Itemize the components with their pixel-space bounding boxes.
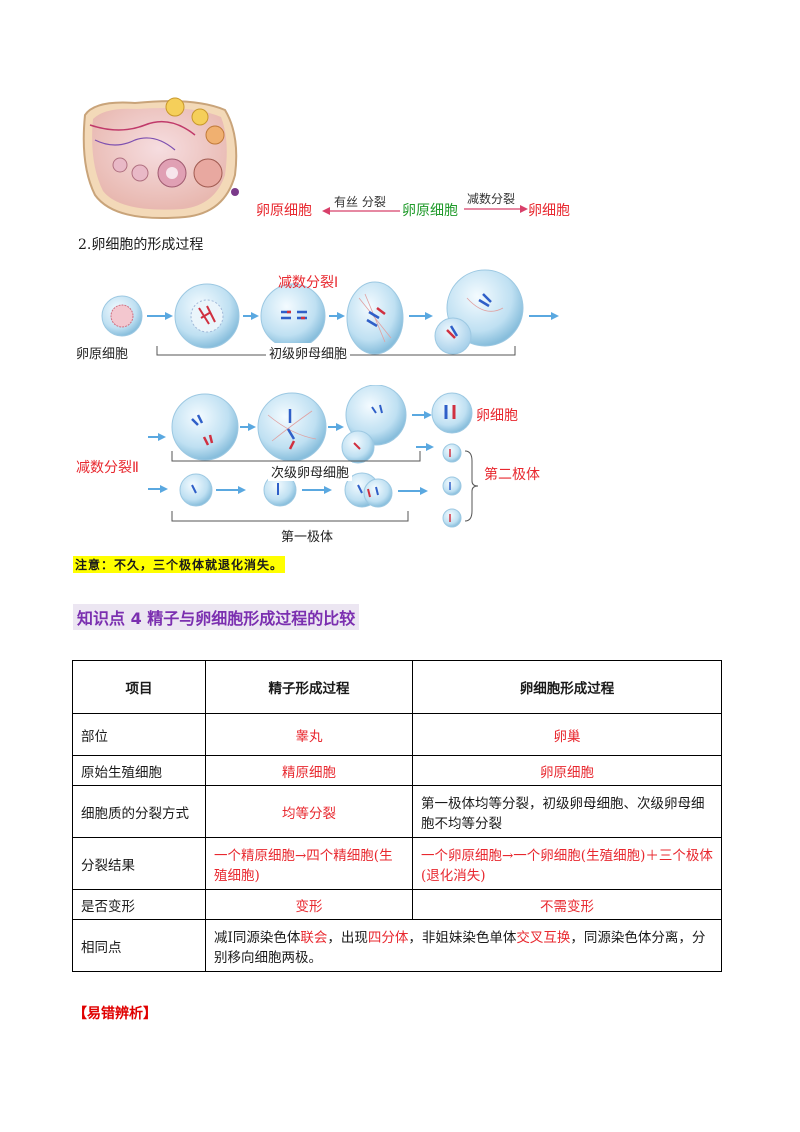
- label-secondary-oocyte: 次级卵母细胞: [268, 462, 353, 481]
- sperm-cell: 睾丸: [205, 713, 413, 756]
- heading-egg-formation: 2.卵细胞的形成过程: [78, 237, 204, 253]
- table-row: 细胞质的分裂方式 均等分裂 第一极体均等分裂，初级卵母细胞、次级卵母细胞不均等分…: [72, 785, 722, 838]
- row-label: 原始生殖细胞: [72, 755, 206, 786]
- common-text: ，非姐妹染色单体: [408, 929, 517, 946]
- header-egg: 卵细胞形成过程: [412, 660, 722, 714]
- sperm-cell: 变形: [205, 889, 413, 920]
- label-meiosis-one: 减数分裂Ⅰ: [278, 275, 339, 291]
- comparison-table: 项目 精子形成过程 卵细胞形成过程 部位 睾丸 卵巢 原始生殖细胞 精原细胞 卵…: [72, 660, 722, 972]
- label-oogonia-mid: 卵原细胞: [402, 203, 458, 219]
- label-first-polar-body: 第一极体: [278, 526, 337, 545]
- sperm-cell: 均等分裂: [205, 785, 413, 838]
- table-row: 相同点 减Ⅰ同源染色体联会，出现四分体，非姐妹染色单体交叉互换，同源染色体分离，…: [72, 919, 722, 972]
- common-text: ，出现: [327, 929, 368, 946]
- keyword-crossing-over: 交叉互换: [516, 929, 571, 946]
- label-meiosis-two: 减数分裂Ⅱ: [76, 460, 139, 476]
- egg-cell: 卵巢: [412, 713, 722, 756]
- meiosis-one-diagram: [101, 269, 559, 356]
- keyword-synapsis: 联会: [300, 929, 328, 946]
- table-row: 是否变形 变形 不需变形: [72, 889, 722, 920]
- egg-cell: 一个卵原细胞→一个卵细胞(生殖细胞)＋三个极体(退化消失): [412, 837, 722, 890]
- label-second-polar-body: 第二极体: [484, 467, 540, 483]
- table-row: 分裂结果 一个精原细胞→四个精细胞(生殖细胞) 一个卵原细胞→一个卵细胞(生殖细…: [72, 837, 722, 890]
- ovary-illustration: [82, 97, 239, 220]
- arrow-left-icon: [322, 207, 400, 215]
- label-oogonium: 卵原细胞: [76, 347, 129, 362]
- egg-cell: 不需变形: [412, 889, 722, 920]
- row-label: 是否变形: [72, 889, 206, 920]
- row-label: 细胞质的分裂方式: [72, 785, 206, 838]
- arrow-right-icon: [464, 205, 528, 213]
- egg-cell: 卵原细胞: [412, 755, 722, 786]
- error-analysis-title: 【易错辨析】: [73, 1006, 157, 1022]
- row-label: 部位: [72, 713, 206, 756]
- label-egg-cell: 卵细胞: [528, 203, 570, 219]
- meiosis-two-diagram: [148, 385, 479, 528]
- section-title: 知识点 4 精子与卵细胞形成过程的比较: [73, 604, 360, 630]
- row-label: 相同点: [72, 919, 206, 972]
- common-text: 减Ⅰ同源染色体: [214, 929, 301, 946]
- note-polar-bodies: 注意：不久，三个极体就退化消失。: [73, 556, 286, 573]
- keyword-tetrad: 四分体: [367, 929, 409, 946]
- table-row: 部位 睾丸 卵巢: [72, 713, 722, 756]
- header-item: 项目: [72, 660, 206, 714]
- header-sperm: 精子形成过程: [205, 660, 413, 714]
- table-row: 原始生殖细胞 精原细胞 卵原细胞: [72, 755, 722, 786]
- label-egg: 卵细胞: [476, 408, 518, 424]
- label-meiosis: 减数分裂: [467, 192, 516, 206]
- sperm-cell: 一个精原细胞→四个精细胞(生殖细胞): [205, 837, 413, 890]
- label-mitosis: 有丝 分裂: [334, 195, 386, 209]
- label-oogonia-left: 卵原细胞: [256, 203, 312, 219]
- label-primary-oocyte: 初级卵母细胞: [266, 343, 351, 362]
- table-header-row: 项目 精子形成过程 卵细胞形成过程: [72, 660, 722, 714]
- common-text: ，同源染色体分离，分别移向细胞两极。: [214, 929, 706, 966]
- common-points-cell: 减Ⅰ同源染色体联会，出现四分体，非姐妹染色单体交叉互换，同源染色体分离，分别移向…: [205, 919, 722, 972]
- sperm-cell: 精原细胞: [205, 755, 413, 786]
- row-label: 分裂结果: [72, 837, 206, 890]
- egg-cell: 第一极体均等分裂，初级卵母细胞、次级卵母细胞不均等分裂: [412, 785, 722, 838]
